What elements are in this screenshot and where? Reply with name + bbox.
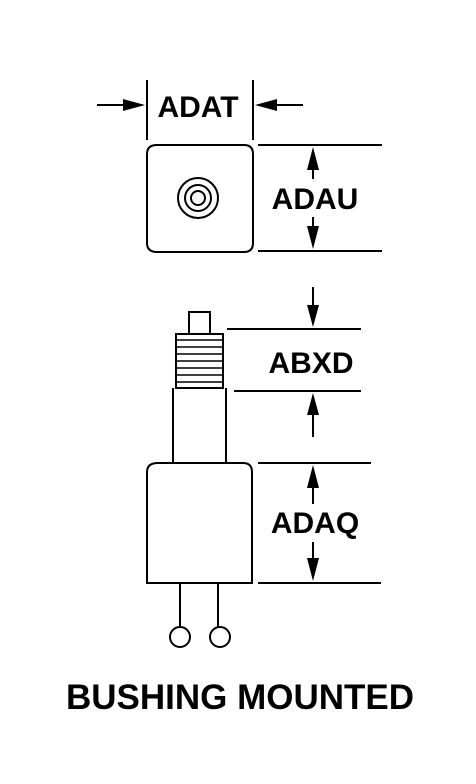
bushing-threads [176, 339, 223, 383]
adat-label: ADAT [157, 91, 238, 124]
abxd-arrow-bottom [307, 393, 319, 415]
adau-label-mask [264, 179, 366, 217]
switch-body [146, 462, 253, 584]
side-view [146, 311, 253, 648]
adau-dimension: ADAU [258, 144, 382, 252]
adaq-label-mask [262, 504, 368, 542]
adaq-dimension: ADAQ [258, 462, 381, 584]
middle-ring [184, 184, 212, 212]
outer-ring [177, 177, 219, 219]
terminal-left-eyelet [169, 626, 191, 648]
terminal-right-eyelet [209, 626, 231, 648]
inner-ring [190, 190, 206, 206]
threaded-bushing [175, 333, 224, 389]
actuator-tip [188, 311, 211, 335]
adat-dimension: ADAT [97, 80, 303, 140]
top-view-body [146, 144, 254, 253]
top-view [146, 144, 254, 253]
diagram-caption: BUSHING MOUNTED [66, 678, 414, 717]
adaq-label: ADAQ [271, 507, 359, 540]
abxd-label: ABXD [268, 347, 353, 380]
neck [172, 388, 227, 463]
adau-label: ADAU [272, 183, 359, 216]
adat-arrow-left [123, 99, 145, 111]
abxd-dimension: ABXD [227, 287, 361, 437]
adat-arrow-right [255, 99, 277, 111]
abxd-arrow-top [307, 305, 319, 327]
adau-arrow-bottom [307, 226, 319, 249]
adaq-arrow-top [307, 465, 319, 488]
adau-arrow-top [307, 147, 319, 170]
adaq-arrow-bottom [307, 558, 319, 581]
